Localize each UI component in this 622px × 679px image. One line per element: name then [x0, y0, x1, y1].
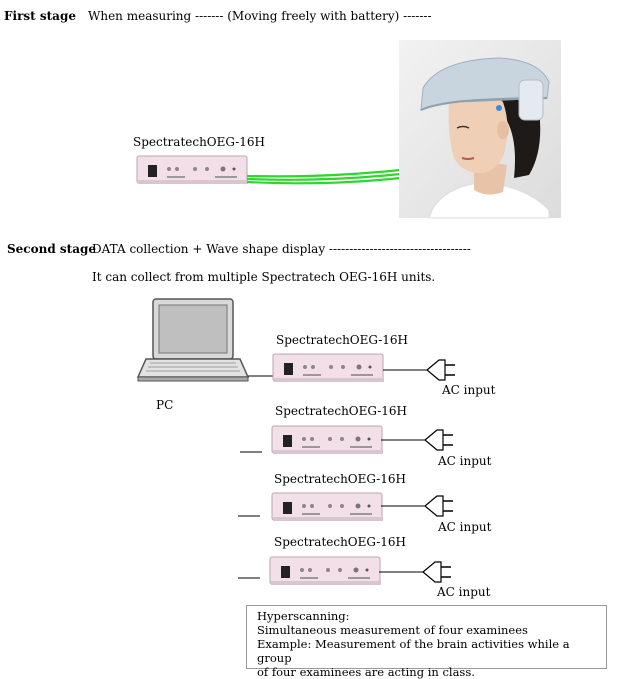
first-stage-label: First stage [4, 9, 76, 23]
hyperscanning-note: Hyperscanning: Simultaneous measurement … [246, 605, 607, 679]
ac-plug-unit-1 [383, 359, 455, 381]
pc-label: PC [156, 398, 174, 412]
note-title: Hyperscanning: [257, 609, 350, 623]
ac-plug-unit-4 [379, 561, 451, 583]
unit-3-ac-label: AC input [438, 520, 492, 534]
note-line-1: Simultaneous measurement of four examine… [257, 623, 528, 637]
green-cable [246, 168, 401, 185]
unit-3-device-label: SpectratechOEG-16H [274, 472, 407, 486]
note-line-2: Example: Measurement of the brain activi… [257, 637, 570, 665]
laptop-pc [136, 298, 250, 382]
device-oeg16h-unit-4 [238, 556, 381, 585]
unit-4-ac-label: AC input [437, 585, 491, 599]
unit-1-ac-label: AC input [442, 383, 496, 397]
device-oeg16h-unit-3 [238, 492, 383, 521]
device-oeg16h-unit-1 [272, 353, 384, 382]
first-stage-device-label: SpectratechOEG-16H [133, 135, 266, 149]
second-stage-description: DATA collection + Wave shape display ---… [92, 242, 471, 256]
second-stage-label: Second stage [7, 242, 97, 256]
device-oeg16h-unit-2 [240, 425, 383, 454]
ac-plug-unit-2 [381, 429, 453, 451]
unit-2-device-label: SpectratechOEG-16H [275, 404, 408, 418]
second-stage-subtitle: It can collect from multiple Spectratech… [92, 270, 436, 284]
ac-plug-unit-3 [381, 495, 453, 517]
device-oeg16h-first [136, 155, 248, 184]
unit-2-ac-label: AC input [438, 454, 492, 468]
note-line-3: of four examinees are acting in class. [257, 665, 475, 679]
examinee-photo [399, 40, 561, 219]
unit-4-device-label: SpectratechOEG-16H [274, 535, 407, 549]
first-stage-description: When measuring ------- (Moving freely wi… [88, 9, 432, 23]
pc-cable [248, 375, 273, 377]
unit-1-device-label: SpectratechOEG-16H [276, 333, 409, 347]
